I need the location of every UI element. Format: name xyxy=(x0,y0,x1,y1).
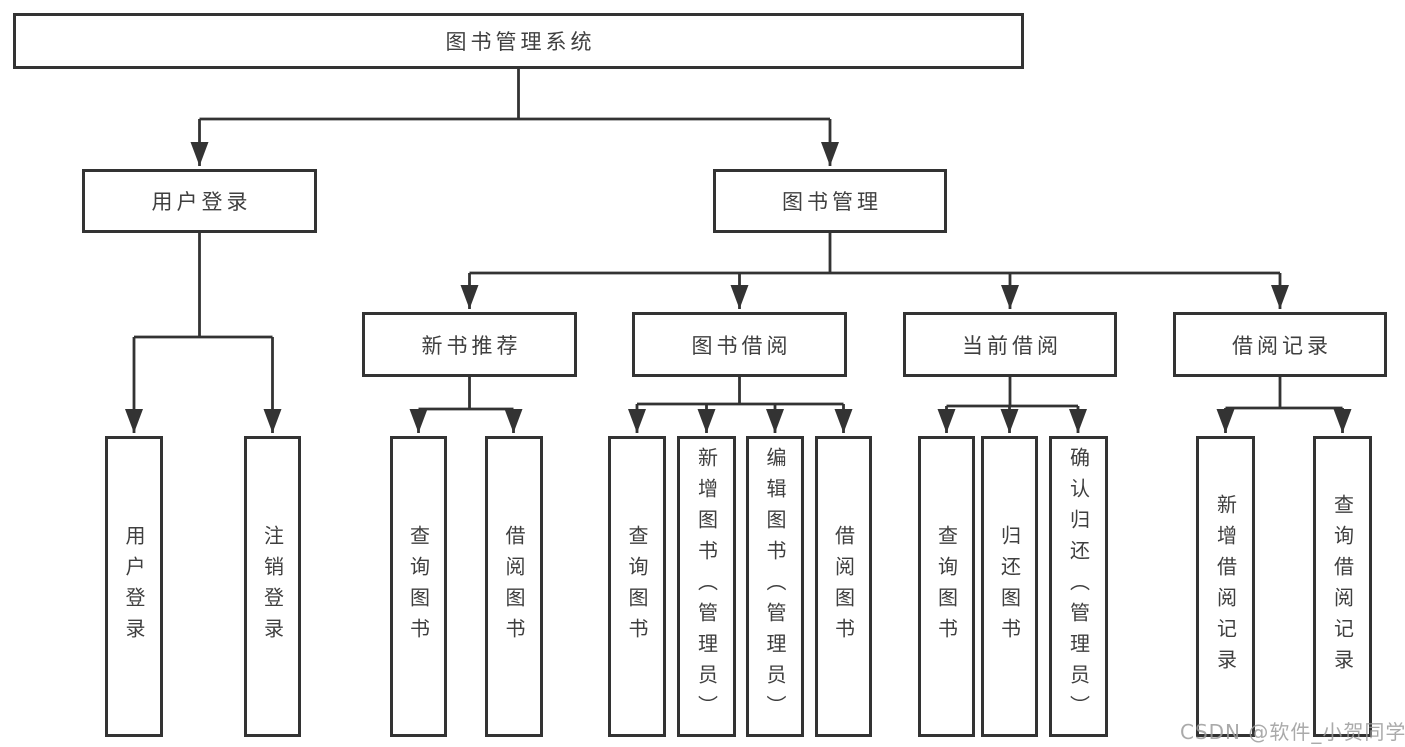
connector-root-bus xyxy=(199,69,830,121)
leaf-borrow-books-borrowing-label: 借阅图书 xyxy=(831,524,856,649)
leaf-query-books-borrowing-label: 查询图书 xyxy=(625,524,649,649)
leaf-borrow-books-recommend-label: 借阅图书 xyxy=(502,524,526,649)
node-book-management-label: 图书管理 xyxy=(782,190,882,214)
leaf-query-borrow-record: 查询借阅记录 xyxy=(1313,436,1372,737)
node-root: 图书管理系统 xyxy=(13,13,1024,69)
connector-records-bus xyxy=(1225,377,1343,410)
leaf-add-borrow-record-label: 新增借阅记录 xyxy=(1213,493,1238,680)
leaf-return-books: 归还图书 xyxy=(981,436,1038,737)
csdn-watermark: CSDN @软件_小贺同学 xyxy=(1180,720,1405,744)
node-book-borrowing: 图书借阅 xyxy=(632,312,847,377)
connector-current-bus xyxy=(946,377,1078,408)
node-book-management: 图书管理 xyxy=(713,169,947,233)
node-borrowing-records-label: 借阅记录 xyxy=(1232,333,1332,358)
leaf-user-login-label: 用户登录 xyxy=(122,524,146,649)
node-user-login-label: 用户登录 xyxy=(151,190,252,214)
leaf-add-books-admin: 新增图书（管理员） xyxy=(677,436,736,737)
leaf-confirm-return-admin: 确认归还（管理员） xyxy=(1049,436,1108,737)
leaf-confirm-return-admin-label: 确认归还（管理员） xyxy=(1066,447,1091,726)
node-new-book-recommendation-label: 新书推荐 xyxy=(421,333,522,358)
node-current-borrowing-label: 当前借阅 xyxy=(962,333,1062,358)
leaf-query-borrow-record-label: 查询借阅记录 xyxy=(1330,493,1355,680)
node-root-label: 图书管理系统 xyxy=(445,30,596,54)
leaf-query-books-recommend: 查询图书 xyxy=(390,436,447,737)
connector-recommend-bus xyxy=(418,377,514,411)
leaf-logout-label: 注销登录 xyxy=(260,524,285,649)
node-user-login: 用户登录 xyxy=(82,169,317,233)
leaf-query-books-recommend-label: 查询图书 xyxy=(406,524,431,649)
leaf-user-login: 用户登录 xyxy=(105,436,163,737)
leaf-add-books-admin-label: 新增图书（管理员） xyxy=(694,447,719,726)
node-borrowing-records: 借阅记录 xyxy=(1173,312,1387,377)
connector-borrowing-bus xyxy=(637,377,844,406)
leaf-query-books-current: 查询图书 xyxy=(918,436,975,737)
leaf-borrow-books-recommend: 借阅图书 xyxy=(485,436,543,737)
node-book-borrowing-label: 图书借阅 xyxy=(691,333,792,358)
leaf-edit-books-admin-label: 编辑图书（管理员） xyxy=(763,447,787,726)
connector-management-bus xyxy=(469,233,1280,275)
leaf-borrow-books-borrowing: 借阅图书 xyxy=(815,436,872,737)
leaf-logout: 注销登录 xyxy=(244,436,301,737)
node-current-borrowing: 当前借阅 xyxy=(903,312,1117,377)
leaf-edit-books-admin: 编辑图书（管理员） xyxy=(746,436,804,737)
leaf-return-books-label: 归还图书 xyxy=(997,524,1022,649)
leaf-query-books-borrowing: 查询图书 xyxy=(608,436,666,737)
leaf-add-borrow-record: 新增借阅记录 xyxy=(1196,436,1255,737)
node-new-book-recommendation: 新书推荐 xyxy=(362,312,577,377)
leaf-query-books-current-label: 查询图书 xyxy=(934,524,959,649)
connector-user-login-bus xyxy=(134,233,273,339)
